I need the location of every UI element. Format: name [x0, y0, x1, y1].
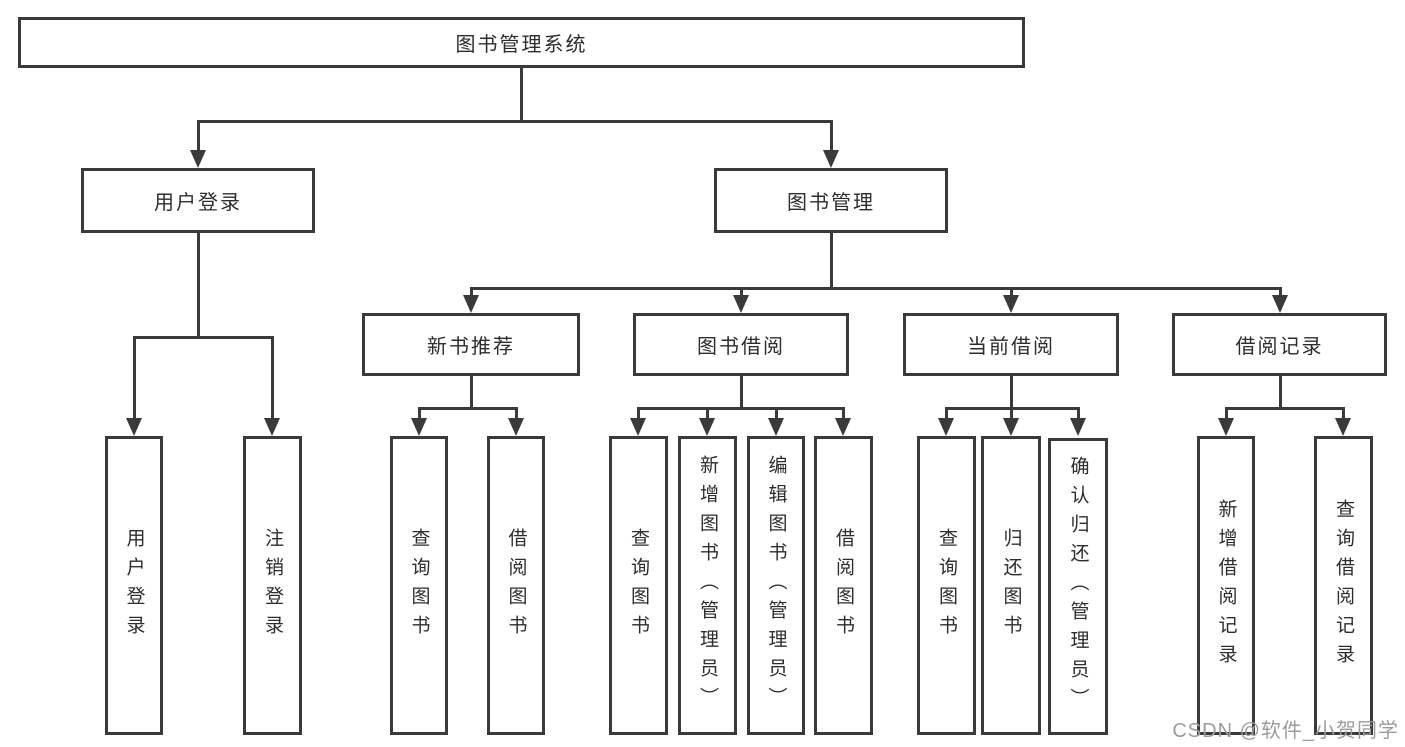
connector-root-branch	[197, 120, 833, 123]
arrowhead-br-add-record	[1218, 418, 1234, 436]
connector-user-login-stem	[197, 233, 200, 336]
node-bb-edit-book: 编辑图书（管理员）	[747, 436, 805, 735]
node-br-add-record: 新增借阅记录	[1197, 436, 1255, 735]
connector-to-bb-borrow-book	[842, 407, 845, 418]
arrowhead-book-management	[823, 150, 839, 168]
node-current-borrowing-label: 当前借阅	[967, 336, 1055, 358]
arrowhead-user-login	[190, 150, 206, 168]
connector-to-bb-add-book	[706, 407, 709, 418]
node-cb-query-book-label: 查询图书	[936, 527, 957, 644]
node-leaf-user-login-label: 用户登录	[123, 527, 145, 644]
connector-nbr-stem	[470, 376, 473, 407]
node-leaf-logout-label: 注销登录	[262, 527, 283, 644]
node-nbr-borrow-book-label: 借阅图书	[505, 527, 527, 644]
node-current-borrowing: 当前借阅	[903, 313, 1119, 376]
node-cb-query-book: 查询图书	[917, 436, 976, 735]
connector-to-cb-return-book	[1010, 407, 1013, 418]
connector-book-management-branch	[470, 287, 1282, 290]
arrowhead-cb-query-book	[938, 418, 954, 436]
node-leaf-logout: 注销登录	[243, 436, 302, 735]
arrowhead-new-book-recommendation	[463, 295, 479, 313]
connector-to-leaf-logout	[271, 336, 274, 418]
connector-br-branch	[1225, 407, 1345, 410]
connector-root-to-book-management	[830, 120, 833, 150]
node-cb-confirm-return-label: 确认归还（管理员）	[1067, 456, 1089, 717]
watermark: CSDN @软件_小贺同学	[1172, 720, 1399, 742]
connector-to-new-book-recommendation	[470, 287, 473, 295]
connector-to-bb-query-book	[637, 407, 640, 418]
arrowhead-nbr-borrow-book	[508, 418, 524, 436]
connector-nbr-branch	[418, 407, 518, 410]
connector-to-cb-query-book	[945, 407, 948, 418]
arrowhead-cb-return-book	[1003, 418, 1019, 436]
connector-root-stem	[520, 68, 523, 120]
node-bb-edit-book-label: 编辑图书（管理员）	[765, 455, 787, 716]
node-bb-query-book-label: 查询图书	[628, 527, 649, 644]
arrowhead-borrowing-records	[1272, 295, 1288, 313]
node-book-borrowing: 图书借阅	[633, 313, 849, 376]
arrowhead-bb-query-book	[630, 418, 646, 436]
connector-to-br-add-record	[1225, 407, 1228, 418]
connector-to-current-borrowing	[1010, 287, 1013, 295]
arrowhead-bb-edit-book	[768, 418, 784, 436]
arrowhead-leaf-logout	[264, 418, 280, 436]
connector-to-bb-edit-book	[775, 407, 778, 418]
connector-bb-stem	[740, 376, 743, 407]
node-br-query-record: 查询借阅记录	[1314, 436, 1373, 735]
node-nbr-query-book-label: 查询图书	[408, 527, 430, 644]
node-library-management-system-label: 图书管理系统	[455, 34, 588, 56]
node-bb-add-book: 新增图书（管理员）	[678, 436, 737, 735]
arrowhead-bb-borrow-book	[835, 418, 851, 436]
node-library-management-system: 图书管理系统	[18, 17, 1025, 68]
connector-user-login-branch	[133, 336, 274, 339]
node-br-add-record-label: 新增借阅记录	[1215, 498, 1237, 673]
arrowhead-leaf-user-login	[126, 418, 142, 436]
connector-to-cb-confirm-return	[1077, 407, 1080, 418]
arrowhead-nbr-query-book	[411, 418, 427, 436]
node-bb-query-book: 查询图书	[609, 436, 668, 735]
node-bb-borrow-book-label: 借阅图书	[833, 527, 854, 644]
node-nbr-borrow-book: 借阅图书	[487, 436, 545, 735]
node-bb-borrow-book: 借阅图书	[814, 436, 873, 735]
connector-to-leaf-user-login	[133, 336, 136, 418]
node-user-login: 用户登录	[81, 168, 315, 233]
node-new-book-recommendation-label: 新书推荐	[427, 336, 515, 358]
node-book-management: 图书管理	[714, 168, 948, 233]
node-new-book-recommendation: 新书推荐	[362, 313, 580, 376]
node-leaf-user-login: 用户登录	[105, 436, 163, 735]
arrowhead-bb-add-book	[699, 418, 715, 436]
connector-cb-stem	[1010, 376, 1013, 407]
node-borrowing-records: 借阅记录	[1172, 313, 1387, 376]
arrowhead-current-borrowing	[1003, 295, 1019, 313]
connector-to-nbr-borrow-book	[515, 407, 518, 418]
node-book-borrowing-label: 图书借阅	[697, 336, 785, 358]
connector-to-nbr-query-book	[418, 407, 421, 418]
node-user-login-label: 用户登录	[154, 192, 242, 214]
connector-root-to-user-login	[197, 120, 200, 150]
connector-br-stem	[1279, 376, 1282, 407]
node-borrowing-records-label: 借阅记录	[1235, 336, 1324, 358]
arrowhead-book-borrowing	[733, 295, 749, 313]
connector-to-borrowing-records	[1279, 287, 1282, 295]
node-nbr-query-book: 查询图书	[390, 436, 448, 735]
connector-book-management-stem	[830, 233, 833, 287]
node-cb-return-book-label: 归还图书	[1000, 527, 1022, 644]
node-cb-return-book: 归还图书	[981, 436, 1041, 735]
node-bb-add-book-label: 新增图书（管理员）	[697, 455, 718, 716]
connector-to-br-query-record	[1342, 407, 1345, 418]
arrowhead-br-query-record	[1335, 418, 1351, 436]
node-br-query-record-label: 查询借阅记录	[1333, 498, 1354, 673]
connector-bb-branch	[637, 407, 845, 410]
connector-to-book-borrowing	[740, 287, 743, 295]
node-cb-confirm-return: 确认归还（管理员）	[1048, 438, 1108, 735]
arrowhead-cb-confirm-return	[1070, 418, 1086, 436]
node-book-management-label: 图书管理	[787, 192, 875, 214]
